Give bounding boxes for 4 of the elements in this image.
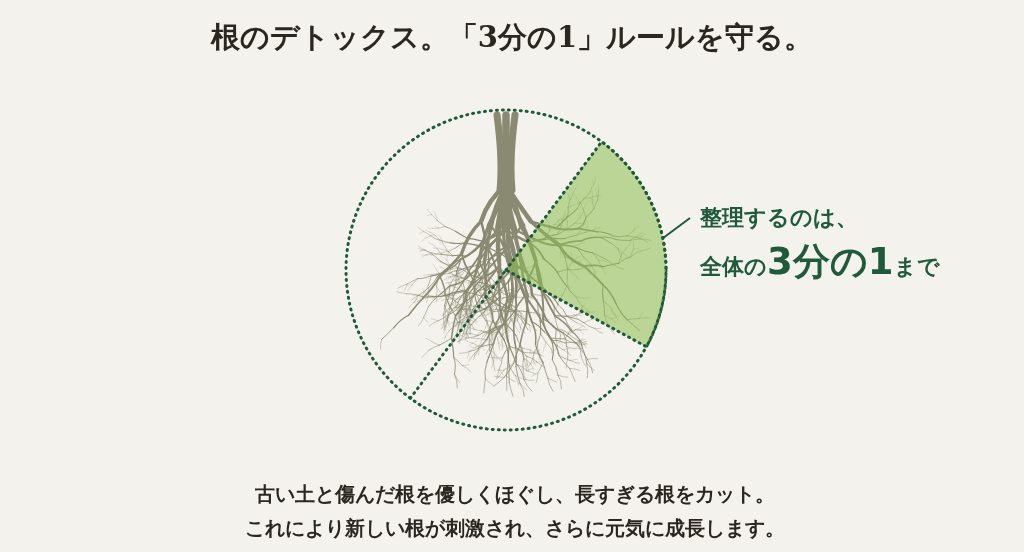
caption: 古い土と傷んだ根を優しくほぐし、長すぎる根をカット。これにより新しい根が刺激され、さらに元気に成長します。 bbox=[244, 481, 786, 542]
leader-line bbox=[661, 217, 691, 240]
title: 根のデトックス。「3分の1」ルールを守る。 bbox=[209, 19, 815, 56]
highlighted-sector bbox=[504, 140, 668, 349]
